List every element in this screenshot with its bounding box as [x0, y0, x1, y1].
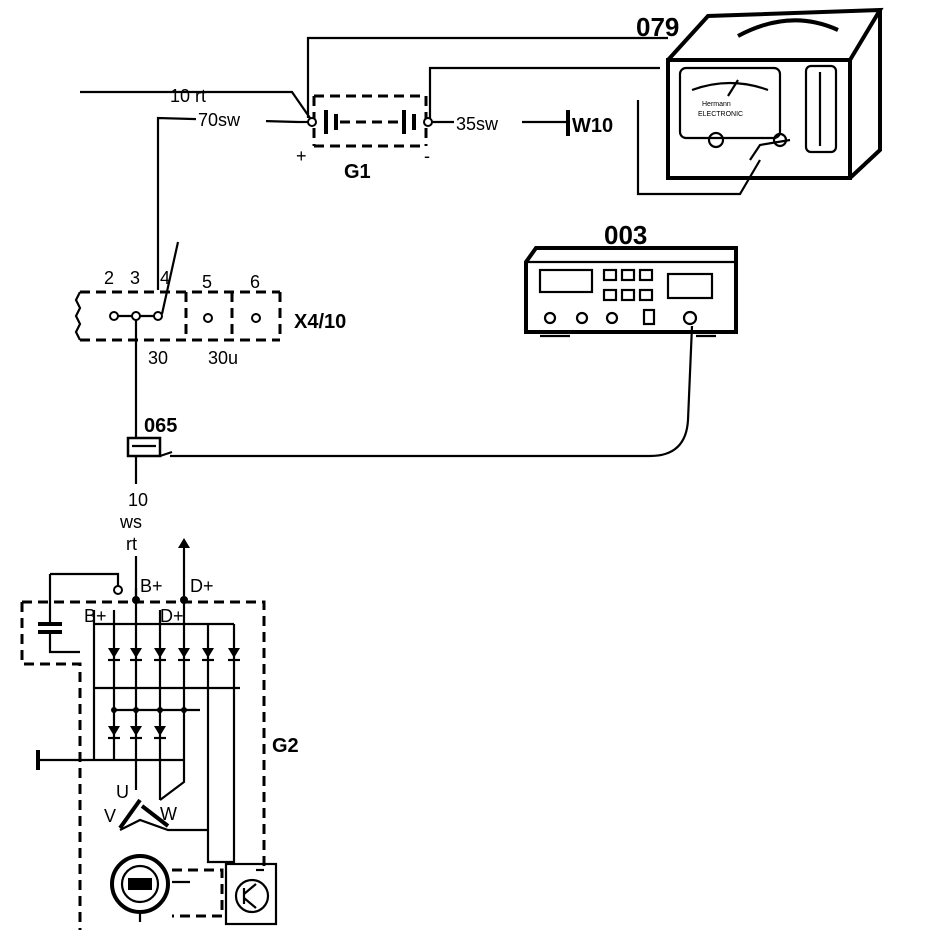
- label-30: 30: [148, 348, 168, 368]
- diode-row-bottom: [108, 726, 166, 740]
- label-phase-w: W: [160, 804, 177, 824]
- current-probe-065: [126, 436, 173, 458]
- alternator-g2: [20, 538, 278, 930]
- wire-10rt: [80, 90, 311, 119]
- label-10rt: 10 rt: [170, 86, 206, 106]
- label-phase-u: U: [116, 782, 129, 802]
- label-terminal-3: 3: [130, 268, 140, 288]
- meter-readout: [666, 272, 714, 300]
- label-x4-10: X4/10: [294, 311, 346, 333]
- tester-knob: [707, 131, 725, 149]
- label-b-plus-out: B+: [140, 576, 163, 596]
- wire-tester-plus: [306, 36, 668, 118]
- label-terminal-4: 4: [160, 268, 170, 288]
- tester-scale-window: [804, 64, 838, 154]
- wire-tester-minus: [636, 100, 761, 196]
- label-wire-10: 10: [128, 490, 148, 510]
- svg-text:ELECTRONIC: ELECTRONIC: [698, 111, 743, 118]
- label-terminal-6: 6: [250, 272, 260, 292]
- terminal-4-wire: [160, 241, 180, 315]
- tester-leads: [749, 138, 791, 161]
- battery-g1: [298, 94, 433, 148]
- label-70sw: 70sw: [198, 110, 241, 130]
- meter-display: [538, 268, 594, 294]
- stator-windings: [118, 798, 170, 830]
- label-003: 003: [604, 220, 647, 250]
- regulator-box: [224, 862, 278, 926]
- label-wire-ws: ws: [119, 512, 142, 532]
- wire-70sw: [156, 116, 299, 290]
- label-w10: W10: [572, 115, 613, 137]
- label-d-plus-out: D+: [190, 576, 214, 596]
- label-30u: 30u: [208, 348, 238, 368]
- label-terminal-2: 2: [104, 268, 114, 288]
- label-minus: -: [424, 146, 430, 166]
- terminal-strip-x4-10: [74, 241, 282, 342]
- label-g2: G2: [272, 735, 299, 757]
- tester-needle: [727, 79, 739, 97]
- label-terminal-5: 5: [202, 272, 212, 292]
- label-b-plus-in: B+: [84, 606, 107, 626]
- battery-tester-079: Hermann ELECTRONIC: [666, 7, 884, 180]
- multimeter-003: [524, 246, 738, 338]
- wire-tester-minus-top: [428, 66, 660, 118]
- label-35sw: 35sw: [456, 114, 499, 134]
- svg-text:Hermann: Hermann: [702, 101, 731, 108]
- diode-row-top: [108, 648, 240, 662]
- label-065: 065: [144, 415, 177, 437]
- label-phase-v: V: [104, 806, 116, 826]
- label-wire-rt: rt: [126, 534, 137, 554]
- label-plus: +: [296, 146, 307, 166]
- probe-cable: [170, 325, 694, 458]
- tester-handle: [737, 18, 839, 38]
- d-plus-arrow: [178, 538, 190, 548]
- tester-meter-panel: [678, 66, 782, 140]
- label-d-plus-in: D+: [160, 606, 184, 626]
- label-g1: G1: [344, 161, 371, 183]
